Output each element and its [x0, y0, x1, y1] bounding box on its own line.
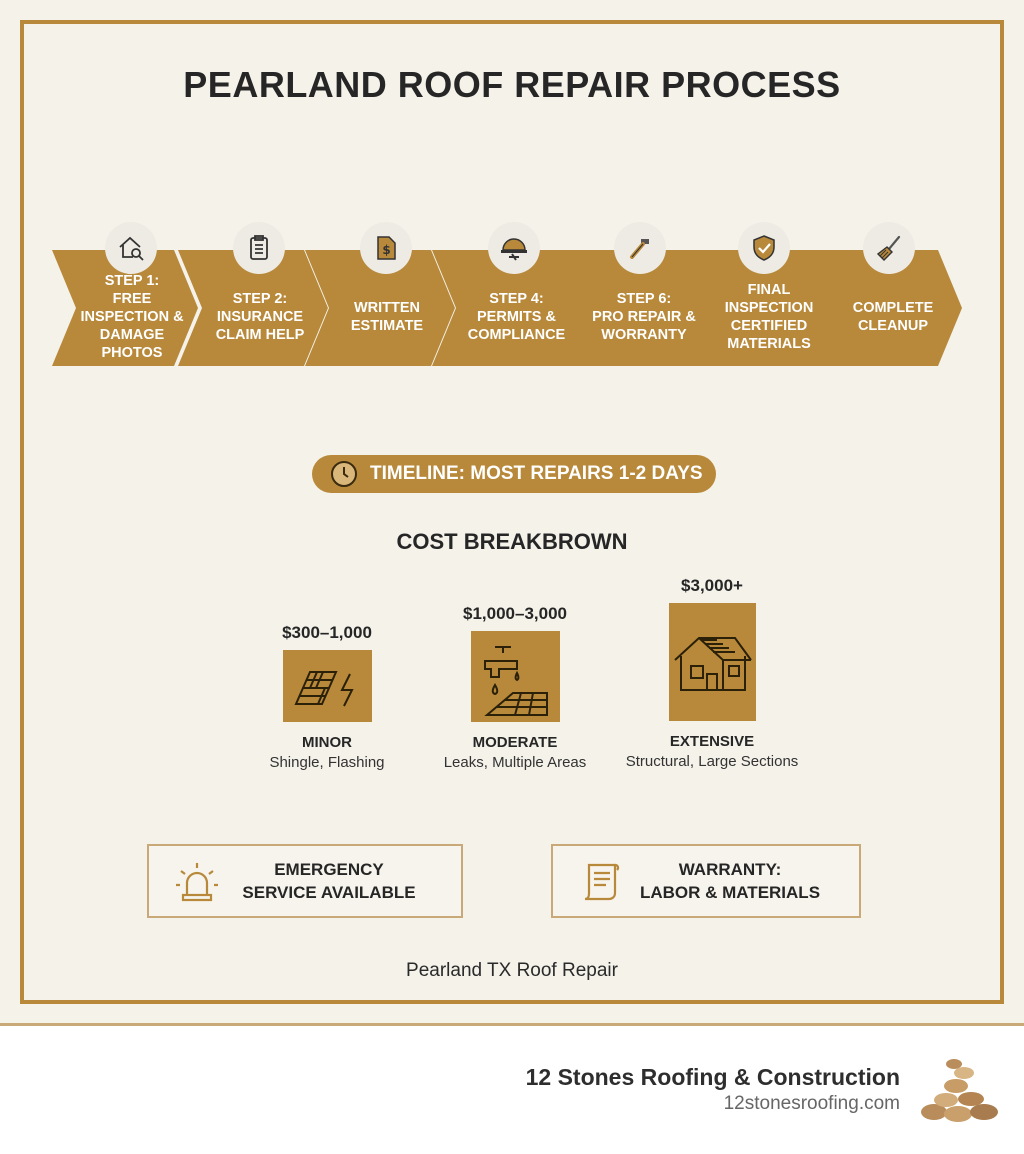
house-icon — [668, 603, 756, 721]
step-label: FINAL INSPECTION CERTIFIED MATERIALS — [724, 282, 814, 352]
brand-name: 12 Stones Roofing & Construction — [525, 1064, 900, 1090]
feature-text: EMERGENCY SERVICE AVAILABLE — [242, 860, 416, 902]
brand-block: 12 Stones Roofing & Construction 12stone… — [526, 1064, 900, 1115]
process-step: STEP 2: INSURANCE CLAIM HELP — [178, 222, 328, 366]
page-title: PEARLAND ROOF REPAIR PROCESS — [183, 64, 841, 105]
infographic-frame — [20, 20, 1004, 1004]
step-label: STEP 4: PERMITS & COMPLIANCE — [467, 291, 566, 343]
cost-tier-minor: $300–1,000 MINOR Shingle, Flashing — [262, 623, 392, 771]
timeline-text: TIMELINE: MOST REPAIRS 1-2 DAYS — [370, 463, 703, 484]
cost-tier-extensive: $3,000+ EXTENSIVE Structural, Large Sect… — [612, 576, 812, 770]
process-step: COMPLETE CLEANUP — [810, 222, 962, 366]
warranty-box: WARRANTY: LABOR & MATERIALS — [551, 844, 861, 918]
chevron-shape — [810, 250, 962, 366]
cost-title: COST BREAKBROWN — [396, 529, 628, 554]
step-label: STEP 6: PRO REPAIR & WORRANTY — [592, 291, 696, 343]
process-step: STEP 6: PRO REPAIR & WORRANTY — [558, 222, 716, 366]
broom-icon — [863, 222, 915, 274]
step-label: STEP 2: INSURANCE CLAIM HELP — [215, 291, 305, 343]
scroll-icon — [584, 863, 620, 901]
process-step: FINAL INSPECTION CERTIFIED MATERIALS — [686, 222, 838, 366]
feature-text: WARRANTY: LABOR & MATERIALS — [639, 860, 821, 902]
tier-name: MODERATE — [472, 734, 558, 751]
step-label: STEP 1: FREE INSPECTION & DAMAGE PHOTOS — [80, 273, 184, 361]
chevron-shape — [52, 250, 198, 366]
shield-check-icon — [738, 222, 790, 274]
divider — [0, 1023, 1024, 1026]
step-label: WRITTEN ESTIMATE — [350, 300, 424, 334]
process-step: STEP 4: PERMITS & COMPLIANCE — [432, 222, 587, 366]
emergency-service-box: EMERGENCY SERVICE AVAILABLE — [147, 844, 463, 918]
tier-name: EXTENSIVE — [669, 733, 755, 750]
shingle-damage-icon — [282, 650, 372, 722]
house-search-icon — [105, 222, 157, 274]
chevron-shape — [558, 250, 716, 366]
process-step: $ WRITTEN ESTIMATE — [305, 222, 455, 366]
tier-price: $1,000–3,000 — [463, 604, 567, 623]
caption: Pearland TX Roof Repair — [406, 960, 618, 981]
process-steps: STEP 1: FREE INSPECTION & DAMAGE PHOTOS … — [0, 220, 1024, 370]
tier-desc: Structural, Large Sections — [625, 753, 799, 770]
stones-logo — [921, 1059, 998, 1122]
step-label: COMPLETE CLEANUP — [852, 300, 934, 334]
hard-hat-icon — [488, 222, 540, 274]
clock-icon — [331, 461, 357, 487]
chevron-shape — [686, 250, 838, 366]
siren-icon — [176, 863, 218, 902]
leak-faucet-icon — [470, 631, 560, 722]
cost-tier-moderate: $1,000–3,000 MODERATE Leaks, Multiple Ar… — [430, 604, 600, 771]
chevron-shape — [432, 250, 587, 366]
process-step: STEP 1: FREE INSPECTION & DAMAGE PHOTOS — [52, 222, 198, 366]
chevron-shape — [178, 250, 328, 366]
hammer-icon — [614, 222, 666, 274]
tier-price: $3,000+ — [681, 576, 743, 595]
estimate-document-icon: $ — [360, 222, 412, 274]
tier-desc: Leaks, Multiple Areas — [443, 754, 587, 771]
svg-text:$: $ — [382, 243, 390, 257]
timeline-badge: TIMELINE: MOST REPAIRS 1-2 DAYS — [312, 455, 716, 493]
brand-website: 12stonesroofing.com — [723, 1093, 900, 1114]
clipboard-icon — [233, 222, 285, 274]
tier-name: MINOR — [302, 734, 352, 751]
chevron-shape — [305, 250, 455, 366]
tier-price: $300–1,000 — [282, 623, 372, 642]
tier-desc: Shingle, Flashing — [269, 754, 385, 771]
